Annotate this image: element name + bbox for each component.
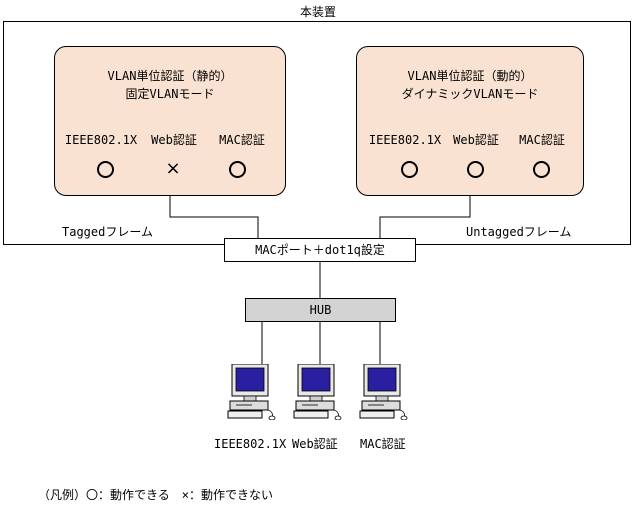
dynamic-method-8021x: IEEE802.1X	[368, 133, 442, 147]
tagged-frame-label: Taggedフレーム	[62, 225, 153, 239]
dynamic-web-ok-mark	[467, 161, 484, 178]
legend: （凡例）〇：動作できる ×：動作できない	[38, 488, 273, 502]
dynamic-method-mac: MAC認証	[519, 133, 565, 147]
dynamic-method-web: Web認証	[453, 133, 499, 147]
pc-icon	[227, 364, 276, 420]
pc-icon	[359, 364, 408, 420]
static-vlan-box: VLAN単位認証（静的） 固定VLANモード IEEE802.1X Web認証 …	[54, 46, 286, 196]
dynamic-8021x-ok-mark	[401, 161, 418, 178]
pc-icon	[293, 364, 342, 420]
static-8021x-ok-mark	[97, 161, 114, 178]
device-title: 本装置	[299, 5, 336, 19]
static-method-mac: MAC認証	[219, 133, 265, 147]
dynamic-vlan-box: VLAN単位認証（動的） ダイナミックVLANモード IEEE802.1X We…	[356, 46, 584, 196]
untagged-frame-label: Untaggedフレーム	[466, 225, 572, 239]
dynamic-title-line1: VLAN単位認証（動的）	[407, 69, 533, 83]
dynamic-mac-ok-mark	[533, 161, 550, 178]
client-label-mac: MAC認証	[360, 437, 406, 451]
static-method-8021x: IEEE802.1X	[64, 133, 138, 147]
line-static-to-port	[169, 196, 259, 238]
hub-box: HUB	[245, 298, 396, 322]
line-dynamic-to-port	[379, 196, 471, 238]
static-web-ng-mark: ×	[165, 158, 181, 179]
static-title-line1: VLAN単位認証（静的）	[107, 69, 233, 83]
dynamic-title-line2: ダイナミックVLANモード	[401, 87, 539, 101]
static-title-line2: 固定VLANモード	[125, 87, 215, 101]
mac-port-box: MACポート＋dot1q設定	[224, 238, 416, 262]
static-method-web: Web認証	[151, 133, 197, 147]
client-label-web: Web認証	[292, 437, 338, 451]
client-label-8021x: IEEE802.1X	[214, 437, 287, 451]
static-mac-ok-mark	[229, 161, 246, 178]
